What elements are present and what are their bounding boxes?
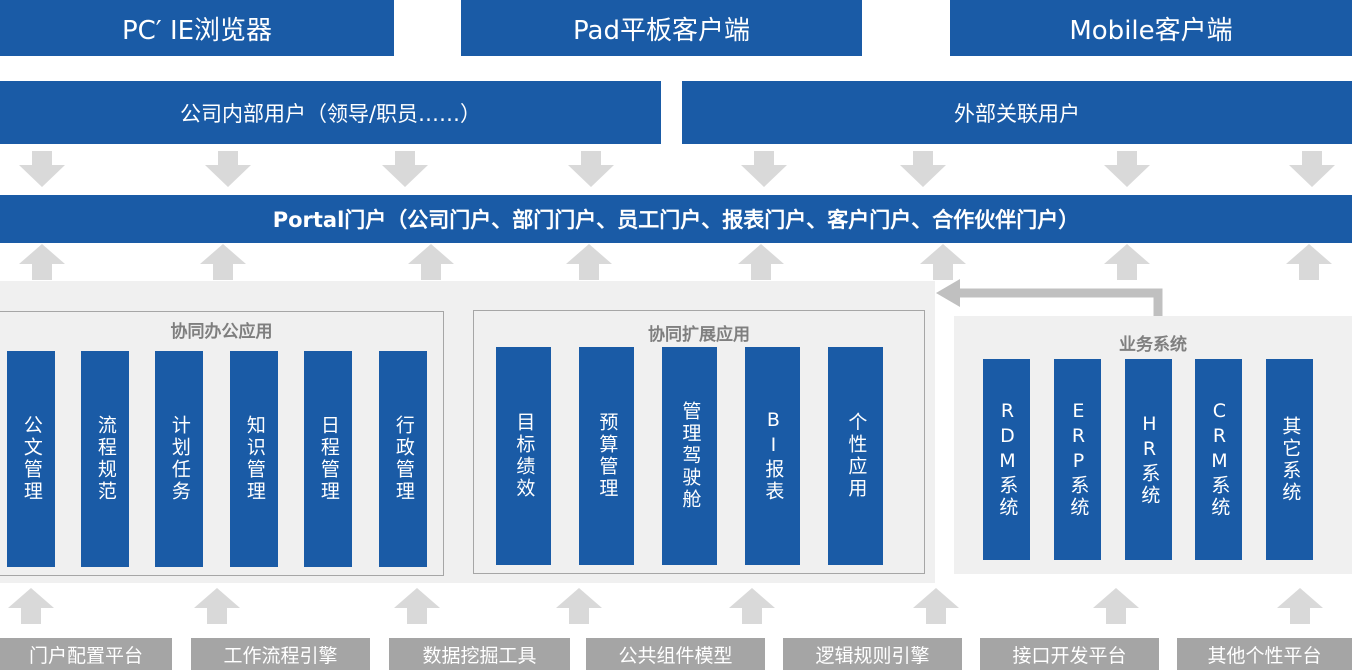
app-column: BI报表 bbox=[745, 347, 800, 565]
up-arrow-icon bbox=[566, 244, 612, 280]
up-arrow-icon bbox=[1104, 244, 1150, 280]
external-users-bar: 外部关联用户 bbox=[682, 81, 1352, 144]
system-column: CRM系统 bbox=[1195, 359, 1242, 560]
app-column: 流程规范 bbox=[81, 351, 129, 567]
extension-apps-group: 协同扩展应用 bbox=[473, 310, 925, 574]
up-arrow-icon bbox=[1277, 588, 1323, 624]
client-pc-browser: PC′ IE浏览器 bbox=[0, 0, 394, 56]
down-arrow-icon bbox=[900, 151, 946, 187]
app-column: 行政管理 bbox=[379, 351, 427, 567]
up-arrow-icon bbox=[913, 588, 959, 624]
up-arrow-icon bbox=[556, 588, 602, 624]
app-column: 个性应用 bbox=[828, 347, 883, 565]
app-column: 预算管理 bbox=[579, 347, 634, 565]
down-arrow-icon bbox=[19, 151, 65, 187]
down-arrow-icon bbox=[568, 151, 614, 187]
business-systems-title: 业务系统 bbox=[1119, 335, 1187, 355]
up-arrow-icon bbox=[408, 244, 454, 280]
up-arrow-icon bbox=[194, 588, 240, 624]
up-arrow-icon bbox=[729, 588, 775, 624]
app-column: 知识管理 bbox=[230, 351, 278, 567]
app-column: 计划任务 bbox=[155, 351, 203, 567]
platform-bar: 公共组件模型 bbox=[586, 638, 765, 670]
platform-bar: 工作流程引擎 bbox=[191, 638, 370, 670]
internal-users-bar: 公司内部用户（领导/职员……） bbox=[0, 81, 661, 144]
platform-bar: 接口开发平台 bbox=[980, 638, 1159, 670]
down-arrow-icon bbox=[1104, 151, 1150, 187]
up-arrow-icon bbox=[394, 588, 440, 624]
up-arrow-icon bbox=[1286, 244, 1332, 280]
app-column: 管理驾驶舱 bbox=[662, 347, 717, 565]
up-arrow-icon bbox=[1093, 588, 1139, 624]
up-arrow-icon bbox=[200, 244, 246, 280]
client-pad: Pad平板客户端 bbox=[461, 0, 862, 56]
system-column: RDM系统 bbox=[983, 359, 1030, 560]
system-column: ERP系统 bbox=[1054, 359, 1101, 560]
office-apps-title: 协同办公应用 bbox=[170, 322, 273, 342]
portal-bar: Portal门户（公司门户、部门门户、员工门户、报表门户、客户门户、合作伙伴门户… bbox=[0, 195, 1352, 243]
app-column: 日程管理 bbox=[304, 351, 352, 567]
down-arrow-icon bbox=[205, 151, 251, 187]
down-arrow-icon bbox=[741, 151, 787, 187]
platform-bar: 其他个性平台 bbox=[1177, 638, 1352, 670]
up-arrow-icon bbox=[920, 244, 966, 280]
app-column: 公文管理 bbox=[7, 351, 55, 567]
platform-bar: 逻辑规则引擎 bbox=[783, 638, 962, 670]
extension-apps-title: 协同扩展应用 bbox=[648, 325, 750, 345]
client-mobile: Mobile客户端 bbox=[950, 0, 1352, 56]
connector-arrow-icon bbox=[936, 279, 1163, 316]
app-column: 目标绩效 bbox=[496, 347, 551, 565]
down-arrow-icon bbox=[382, 151, 428, 187]
platform-bar: 门户配置平台 bbox=[0, 638, 172, 670]
up-arrow-icon bbox=[738, 244, 784, 280]
platform-bar: 数据挖掘工具 bbox=[389, 638, 570, 670]
system-column: 其它系统 bbox=[1266, 359, 1313, 560]
down-arrow-icon bbox=[1289, 151, 1335, 187]
up-arrow-icon bbox=[8, 588, 54, 624]
system-column: HR系统 bbox=[1125, 359, 1172, 560]
office-apps-group: 协同办公应用 bbox=[0, 311, 444, 576]
up-arrow-icon bbox=[19, 244, 65, 280]
